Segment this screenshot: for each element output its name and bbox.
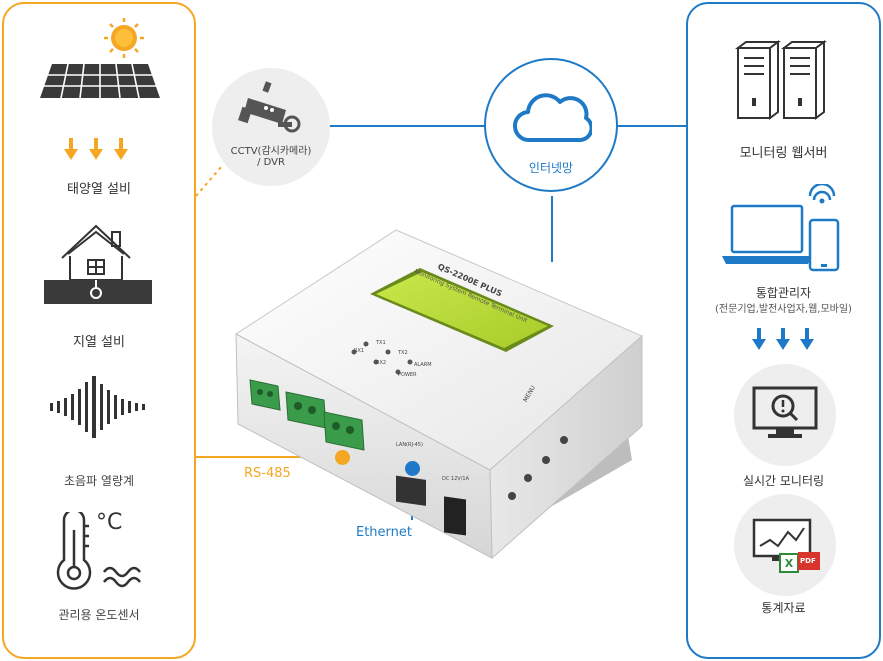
led-tx2: TX2 [398, 350, 408, 356]
statistics-chart-icon: X [752, 518, 820, 573]
realtime-monitoring-label: 실시간 모니터링 [742, 474, 825, 488]
led-alarm: ALARM [414, 362, 432, 368]
field-equipment-panel [2, 2, 196, 659]
led-rx1: RX1 [354, 348, 365, 354]
internet-node [484, 58, 618, 192]
rtu-device-image [235, 229, 643, 560]
statistics-label: 통계자료 [761, 601, 806, 615]
ethernet-label: Ethernet [356, 525, 412, 540]
geothermal-house-icon [44, 224, 152, 304]
led-rx2: RX2 [376, 360, 387, 366]
temperature-sensor-label: 관리용 온도센서 [58, 608, 140, 622]
rs485-connection-dot [335, 450, 350, 465]
integrated-admin-label: 통합관리자 [755, 286, 812, 300]
led-power: POWER [398, 372, 417, 378]
pdf-badge: PDF [800, 557, 816, 565]
celsius-unit: °C [96, 510, 123, 535]
web-server-label: 모니터링 웹서버 [739, 146, 828, 161]
internet-label: 인터넷망 [528, 161, 574, 175]
led-tx1: TX1 [376, 340, 386, 346]
solar-equipment-label: 태양열 설비 [67, 182, 131, 197]
svg-text:X: X [785, 557, 794, 570]
ultrasonic-wave-icon [50, 376, 145, 438]
geothermal-equipment-label: 지열 설비 [73, 335, 125, 350]
laptop-tablet-icon [722, 184, 840, 272]
integrated-admin-sub-label: (전문기업,발전사업자,웹,모바일) [715, 304, 852, 315]
dc-port-label: DC 12V/1A [442, 476, 469, 482]
cloud-icon [512, 93, 592, 143]
ethernet-connection-dot [405, 461, 420, 476]
thermometer-icon [56, 512, 141, 590]
ultrasonic-meter-label: 초음파 열량계 [63, 474, 135, 488]
monitor-search-icon [752, 386, 818, 438]
down-arrows-blue-icon [752, 328, 814, 350]
cctv-node [212, 68, 330, 186]
cctv-label-line2: / DVR [257, 157, 285, 168]
rs485-label: RS-485 [244, 466, 291, 481]
solar-panel-icon [40, 18, 160, 99]
lan-port-label: LAN(RJ-45) [396, 442, 423, 448]
cctv-camera-icon [238, 81, 301, 133]
down-arrows-icon [64, 138, 128, 160]
server-icon [735, 40, 827, 120]
cctv-label-line1: CCTV(감시카메라) [230, 146, 312, 157]
